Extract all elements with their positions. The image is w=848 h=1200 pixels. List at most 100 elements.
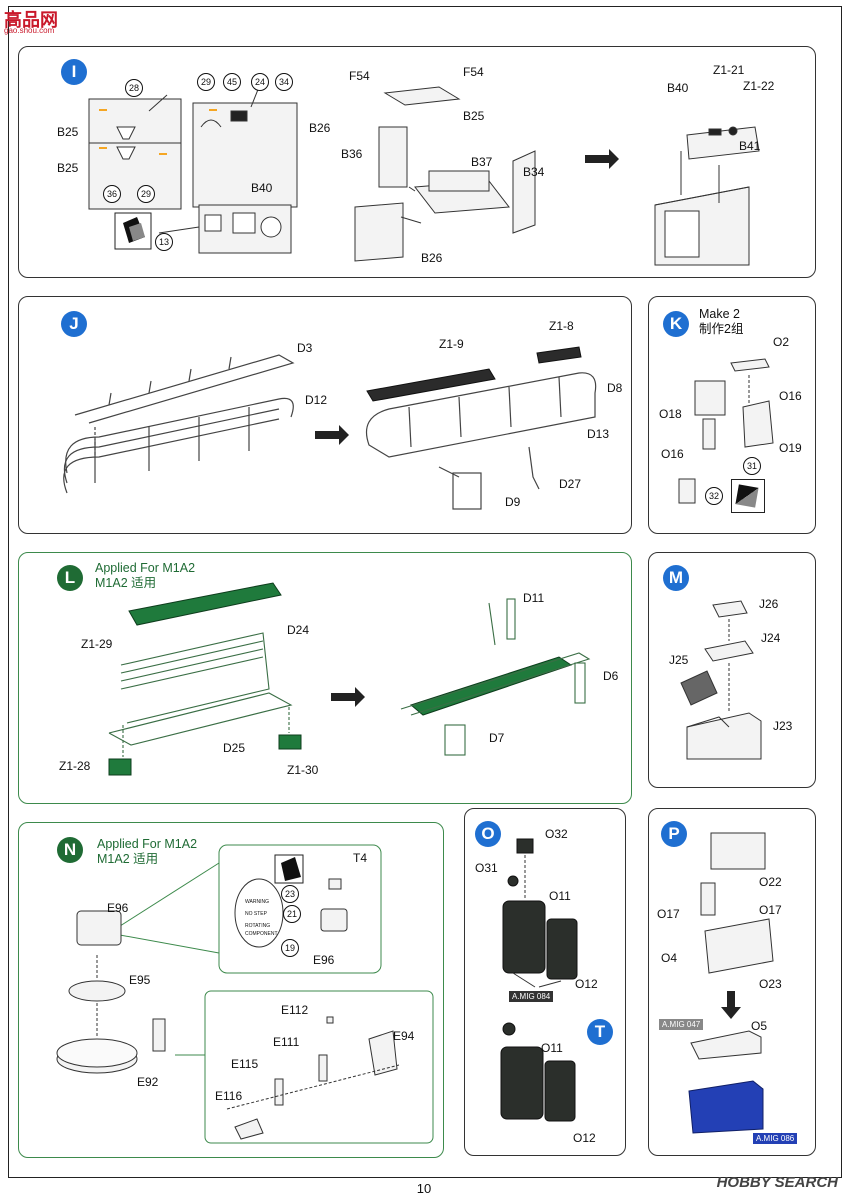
step-m-badge: M [663, 565, 689, 591]
decal-number: 45 [223, 73, 241, 91]
part-label: B34 [523, 165, 545, 179]
decal-number: 34 [275, 73, 293, 91]
part-label: Z1-9 [439, 337, 464, 351]
part-label: Z1-22 [743, 79, 775, 93]
step-l-drawing [108, 582, 591, 776]
part-label: B40 [251, 181, 273, 195]
decal-number: 31 [743, 457, 761, 475]
part-label: B26 [309, 121, 331, 135]
part-label: B25 [463, 109, 485, 123]
step-o-panel: O T A.MIG 084 O32 O31 O11 O12 O11 O12 [464, 808, 626, 1156]
part-label: J24 [761, 631, 781, 645]
decal-text: ROTATING [245, 923, 271, 929]
part-label: O18 [659, 407, 682, 421]
part-label: E92 [137, 1075, 159, 1089]
watermark-hobbysearch: HOBBY SEARCH [716, 1174, 838, 1191]
step-i-badge: I [61, 59, 87, 85]
part-label: E95 [129, 973, 151, 987]
watermark-url: gao.shou.com [4, 26, 55, 35]
part-label: E111 [273, 1035, 300, 1049]
decal-number: 19 [281, 939, 299, 957]
step-k-panel: K Make 2 制作2组 O2 O18 O16 O16 O19 31 32 [648, 296, 816, 534]
part-label: J23 [773, 719, 793, 733]
decal-number: 36 [103, 185, 121, 203]
decal-number: 29 [137, 185, 155, 203]
step-k-badge: K [663, 311, 689, 337]
decal-number: 24 [251, 73, 269, 91]
step-t-badge: T [587, 1019, 613, 1045]
part-label: O4 [661, 951, 678, 965]
part-label: O19 [779, 441, 802, 455]
step-k-make: Make 2 [699, 307, 740, 321]
part-label: D9 [505, 495, 521, 509]
decal-text: WARNING [245, 899, 269, 905]
part-label: O31 [475, 861, 498, 875]
step-o-drawing [500, 838, 578, 1122]
decal-number: 13 [155, 233, 173, 251]
part-label: Z1-29 [81, 637, 113, 651]
decal-text: NO STEP [245, 911, 267, 917]
decal-number: 23 [281, 885, 299, 903]
decal-number: 21 [283, 905, 301, 923]
step-p-badge: P [661, 821, 687, 847]
part-label: O17 [657, 907, 680, 921]
step-l-panel: L Applied For M1A2 M1A2 适用 Z1-29 D24 D11… [18, 552, 632, 804]
part-label: Z1-30 [287, 763, 319, 777]
part-label: D25 [223, 741, 246, 755]
part-label: D24 [287, 623, 310, 637]
part-label: D6 [603, 669, 619, 683]
part-label: D11 [523, 591, 545, 605]
part-label: O11 [541, 1041, 563, 1055]
part-label: B26 [421, 251, 443, 265]
paint-tag: A.MIG 047 [659, 1019, 704, 1030]
paint-tag: A.MIG 084 [509, 991, 554, 1002]
part-label: T4 [353, 851, 368, 865]
part-label: E112 [281, 1003, 309, 1017]
decal-number: 28 [125, 79, 143, 97]
page-number: 10 [416, 1181, 432, 1196]
part-label: F54 [349, 69, 370, 83]
part-label: D7 [489, 731, 505, 745]
part-label: O11 [549, 889, 571, 903]
part-label: E96 [313, 953, 335, 967]
part-label: B41 [739, 139, 761, 153]
step-n-badge: N [57, 837, 83, 863]
step-i-drawing [88, 86, 760, 266]
paint-tag: A.MIG 086 [753, 1133, 798, 1144]
part-label: Z1-8 [549, 319, 574, 333]
step-n-header: Applied For M1A2 [97, 837, 198, 851]
part-label: O12 [575, 977, 598, 991]
step-i-panel: I [18, 46, 816, 278]
step-n-panel: N Applied For M1A2 M1A2 适用 WARNING NO ST… [18, 822, 444, 1158]
part-label: E115 [231, 1057, 259, 1071]
step-n-header-cn: M1A2 适用 [97, 852, 159, 866]
part-label: O2 [773, 335, 790, 349]
part-label: B25 [57, 161, 79, 175]
decal-swatch-icon [731, 479, 765, 513]
part-label: D8 [607, 381, 623, 395]
step-m-panel: M J26 J24 J25 J23 [648, 552, 816, 788]
decal-number: 29 [197, 73, 215, 91]
part-label: O16 [661, 447, 684, 461]
page-border [8, 6, 842, 1178]
part-label: E116 [215, 1089, 243, 1103]
part-label: B25 [57, 125, 79, 139]
part-label: Z1-28 [59, 759, 91, 773]
step-j-badge: J [61, 311, 87, 337]
part-label: D13 [587, 427, 610, 441]
step-m-drawing [680, 600, 762, 760]
step-l-header: Applied For M1A2 [95, 561, 196, 575]
step-l-badge: L [57, 565, 83, 591]
part-label: O17 [759, 903, 782, 917]
part-label: O16 [779, 389, 802, 403]
part-label: O23 [759, 977, 782, 991]
part-label: O5 [751, 1019, 768, 1033]
step-l-header-cn: M1A2 适用 [95, 576, 157, 590]
part-label: E94 [393, 1029, 415, 1043]
part-label: J25 [669, 653, 689, 667]
step-k-drawing [678, 358, 774, 504]
step-n-drawing [56, 844, 434, 1144]
decal-text: COMPONENT [245, 931, 278, 937]
part-label: B36 [341, 147, 363, 161]
part-label: E96 [107, 901, 129, 915]
